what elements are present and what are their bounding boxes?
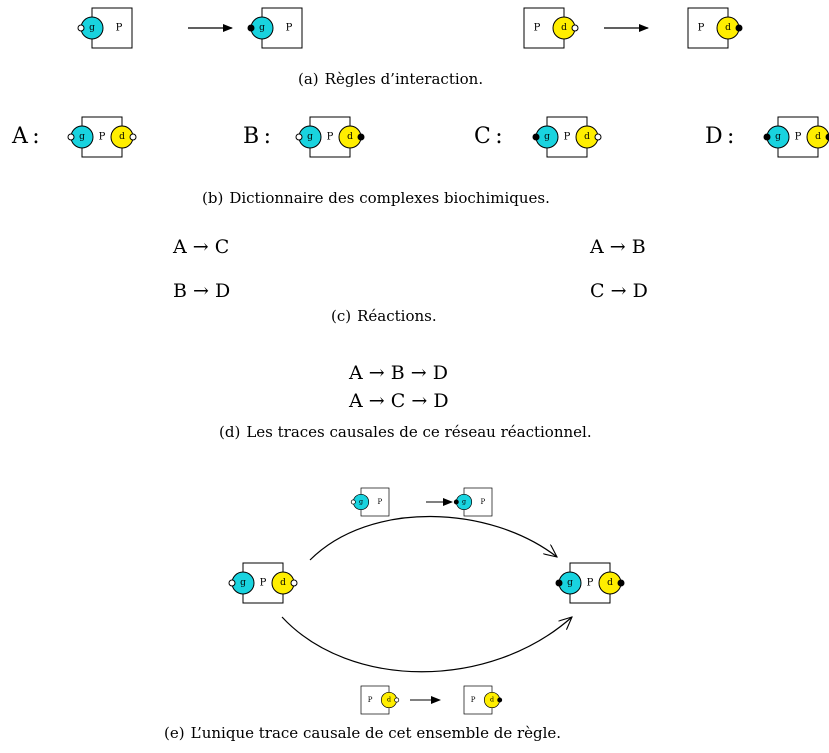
- site-g-state-dot: [532, 133, 540, 141]
- complex-C-name: C :: [474, 124, 503, 149]
- protein-label: P: [327, 132, 334, 143]
- site-d-circle: [806, 125, 829, 149]
- trace-end-agent: Pg d: [555, 562, 625, 604]
- site-g-label: g: [307, 132, 313, 142]
- site-g-state-dot: [453, 499, 459, 505]
- rule-g-lhs-agent: Pg: [77, 7, 133, 49]
- site-g-label: g: [79, 132, 85, 142]
- trace-upper-arrow: [309, 515, 557, 561]
- site-d-state-dot: [497, 697, 503, 703]
- panel-b-dictionary: Pg d Pg d Pg d Pg d: [67, 116, 829, 158]
- protein-label: P: [260, 578, 267, 589]
- trace-small-g-lhs: Pg: [350, 487, 390, 517]
- site-d-state-dot: [617, 579, 625, 587]
- site-d-label: d: [280, 578, 286, 588]
- reaction-1: A → C: [173, 236, 230, 258]
- protein-label: P: [378, 498, 383, 506]
- complex-B-agent: Pg d: [295, 116, 365, 158]
- trace-small-g-rhs: Pg: [453, 487, 493, 517]
- site-d-state-dot: [594, 133, 602, 141]
- site-g-label: g: [544, 132, 550, 142]
- site-g-label: g: [89, 23, 95, 33]
- reaction-2: A → B: [590, 236, 646, 258]
- site-g-label: g: [567, 578, 573, 588]
- protein-label: P: [116, 23, 123, 34]
- complex-A-agent: Pg d: [67, 116, 137, 158]
- site-g-state-dot: [555, 579, 563, 587]
- complex-B-name: B :: [243, 124, 271, 149]
- site-d-label: d: [561, 23, 567, 33]
- caption-e: (e)L’unique trace causale de cet ensembl…: [164, 724, 562, 742]
- protein-label: P: [534, 23, 541, 34]
- caption-a: (a)Règles d’interaction.: [298, 70, 484, 88]
- site-g-label: g: [359, 499, 363, 506]
- protein-label: P: [99, 132, 106, 143]
- rule-g-rhs-agent: Pg: [247, 7, 303, 49]
- site-g-label: g: [462, 499, 466, 506]
- caption-b: (b)Dictionnaire des complexes biochimiqu…: [202, 189, 550, 207]
- site-d-label: d: [725, 23, 731, 33]
- trace-lower-arrow: [281, 617, 572, 673]
- site-d-state-dot: [571, 24, 579, 32]
- site-d-state-dot: [825, 133, 829, 141]
- site-g-state-dot: [295, 133, 303, 141]
- site-d-state-dot: [357, 133, 365, 141]
- protein-label: P: [587, 578, 594, 589]
- trace-start-agent: Pg d: [228, 562, 298, 604]
- protein-label: P: [698, 23, 705, 34]
- reaction-4: C → D: [590, 280, 648, 302]
- site-g-state-dot: [350, 499, 356, 505]
- site-g-state-dot: [77, 24, 85, 32]
- site-g-state-dot: [67, 133, 75, 141]
- protein-label: P: [286, 23, 293, 34]
- site-d-label: d: [584, 132, 590, 142]
- complex-C-agent: Pg d: [532, 116, 602, 158]
- caption-c: (c)Réactions.: [331, 307, 437, 325]
- complex-A-name: A :: [12, 124, 40, 149]
- caption-d: (d)Les traces causales de ce réseau réac…: [219, 423, 592, 441]
- site-d-state-dot: [290, 579, 298, 587]
- site-d-label: d: [119, 132, 125, 142]
- site-d-state-dot: [735, 24, 743, 32]
- complex-D-name: D :: [705, 124, 735, 149]
- complex-D-agent: Pg d: [763, 116, 829, 158]
- protein-label: P: [368, 696, 373, 704]
- protein-label: P: [471, 696, 476, 704]
- site-d-label: d: [607, 578, 613, 588]
- site-d-state-dot: [129, 133, 137, 141]
- site-d-label: d: [347, 132, 353, 142]
- protein-label: P: [795, 132, 802, 143]
- site-g-label: g: [259, 23, 265, 33]
- site-g-state-dot: [763, 133, 771, 141]
- site-g-label: g: [240, 578, 246, 588]
- reaction-3: B → D: [173, 280, 231, 302]
- site-d-label: d: [815, 132, 821, 142]
- site-d-state-dot: [394, 697, 400, 703]
- protein-label: P: [564, 132, 571, 143]
- trace-1: A → B → D: [349, 362, 448, 384]
- site-g-label: g: [775, 132, 781, 142]
- protein-label: P: [481, 498, 486, 506]
- site-d-label: d: [387, 697, 391, 704]
- site-g-state-dot: [228, 579, 236, 587]
- site-d-label: d: [490, 697, 494, 704]
- site-g-state-dot: [247, 24, 255, 32]
- trace-2: A → C → D: [349, 390, 449, 412]
